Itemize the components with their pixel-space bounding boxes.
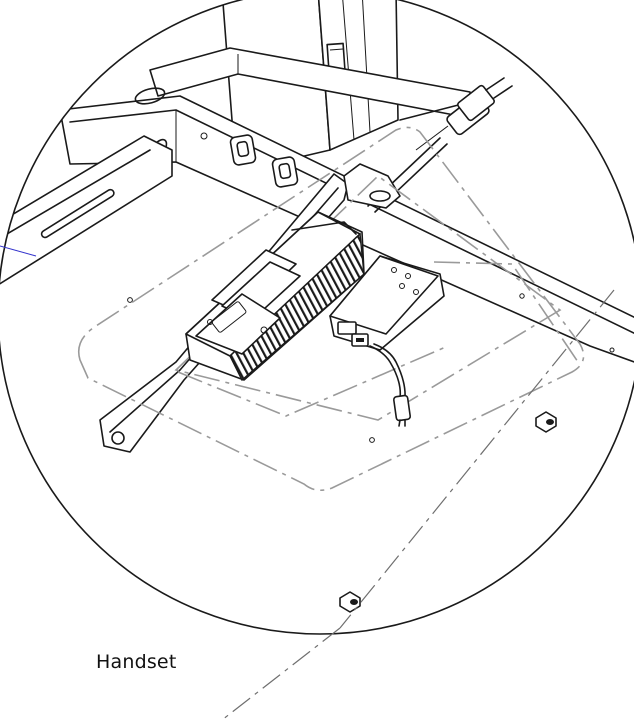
mounting-screw-right — [535, 411, 557, 433]
control-box — [329, 255, 445, 351]
screw-center-line — [339, 289, 615, 629]
handset-leader-line — [221, 627, 341, 720]
power-supply-unit — [185, 211, 365, 382]
crossbar-clip-left — [229, 134, 257, 166]
detail-circle-border — [0, 0, 634, 635]
detail-view — [0, 0, 634, 629]
mounting-screw-lower — [339, 591, 361, 613]
crossbar-clip-right — [271, 156, 299, 188]
power-plug — [367, 77, 513, 213]
handset-cable — [369, 343, 412, 427]
handset-callout-label: Handset — [96, 651, 177, 673]
leader-line — [0, 245, 37, 257]
left-side-arm — [0, 135, 173, 291]
